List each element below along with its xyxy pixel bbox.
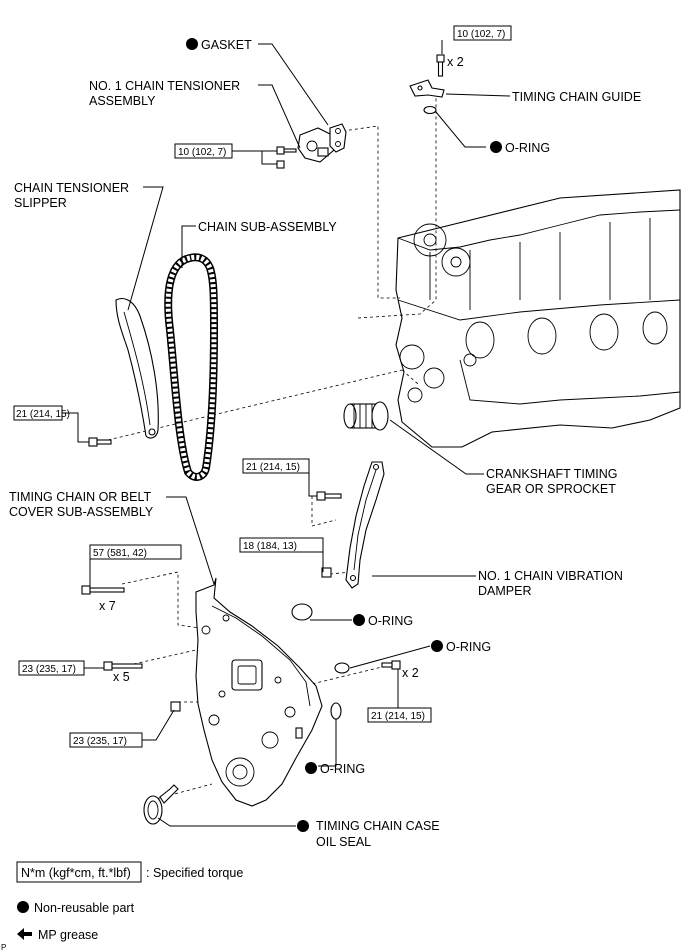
- label-tensioner-assembly-1: NO. 1 CHAIN TENSIONER: [89, 79, 240, 93]
- damper-bolt-upper: [316, 491, 342, 501]
- damper-bolt-lower: [321, 567, 332, 578]
- legend-torque-box-text: N*m (kgf*cm, ft.*lbf): [21, 866, 131, 880]
- tensioner-gasket: [329, 123, 347, 153]
- label-o-ring-2: O-RING: [446, 640, 491, 654]
- label-timing-chain-guide: TIMING CHAIN GUIDE: [512, 90, 641, 104]
- timing-chain-cover: [195, 577, 323, 807]
- chain-tensioner-slipper: [115, 298, 159, 439]
- svg-text:21 (214, 15): 21 (214, 15): [246, 462, 300, 473]
- label-vibration-damper-2: DAMPER: [478, 584, 531, 598]
- qty-cover-bolts-23: x 5: [113, 670, 130, 684]
- legend-torque: N*m (kgf*cm, ft.*lbf) : Specified torque: [16, 861, 243, 883]
- guide-bolts: [436, 54, 445, 77]
- label-o-ring-1: O-RING: [368, 614, 413, 628]
- label-crank-gear-2: GEAR OR SPROCKET: [486, 482, 616, 496]
- label-cover-1: TIMING CHAIN OR BELT: [9, 490, 152, 504]
- chain-sub-assembly: [164, 253, 219, 481]
- tensioner-bolts: [276, 146, 297, 169]
- svg-text:10 (102, 7): 10 (102, 7): [457, 29, 505, 40]
- non-reusable-icon: [17, 901, 29, 913]
- legend-mp-grease-text: MP grease: [38, 928, 98, 942]
- quantity-labels: x 2 x 7 x 5 x 2: [99, 55, 464, 684]
- non-reusable-markers: [186, 38, 502, 832]
- legend-non-reusable: Non-reusable part: [17, 901, 135, 915]
- label-cover-2: COVER SUB-ASSEMBLY: [9, 505, 154, 519]
- label-oil-seal-1: TIMING CHAIN CASE: [316, 819, 440, 833]
- slipper-bolt: [88, 437, 112, 447]
- svg-text:21 (214, 15): 21 (214, 15): [371, 711, 425, 722]
- legend-mp-grease: MP grease: [17, 928, 98, 942]
- part-labels: GASKET NO. 1 CHAIN TENSIONER ASSEMBLY TI…: [9, 38, 641, 849]
- timing-chain-case-oil-seal: [143, 784, 179, 825]
- qty-cover-bolts-21: x 2: [402, 666, 419, 680]
- cover-bolt-21: [381, 660, 401, 670]
- cover-nut-23: [170, 701, 181, 712]
- torque-box-tensioner: 10 (102, 7): [174, 143, 233, 159]
- torque-box-guide: 10 (102, 7): [453, 25, 512, 41]
- legend: N*m (kgf*cm, ft.*lbf) : Specified torque…: [1, 861, 243, 952]
- label-chain-sub-assembly: CHAIN SUB-ASSEMBLY: [198, 220, 337, 234]
- legend-torque-desc: : Specified torque: [146, 866, 243, 880]
- svg-text:23 (235, 17): 23 (235, 17): [73, 736, 127, 747]
- o-ring-small-top: [423, 105, 437, 115]
- label-oil-seal-2: OIL SEAL: [316, 835, 371, 849]
- label-tensioner-assembly-2: ASSEMBLY: [89, 94, 156, 108]
- torque-box-cover-23b: 23 (235, 17): [69, 732, 143, 748]
- label-o-ring-top: O-RING: [505, 141, 550, 155]
- cover-bolt-23-long: [103, 661, 143, 671]
- crankshaft-timing-gear: [343, 401, 389, 431]
- torque-box-cover-21: 21 (214, 15): [367, 707, 432, 723]
- torque-box-cover-57: 57 (581, 42): [89, 544, 182, 560]
- chain-vibration-damper: [345, 461, 385, 589]
- torque-box-cover-23a: 23 (235, 17): [18, 660, 85, 676]
- o-ring-2-part: [334, 662, 350, 674]
- cover-bolt-57: [81, 585, 125, 595]
- svg-text:57 (581, 42): 57 (581, 42): [93, 548, 147, 559]
- leader-lines: [62, 40, 511, 827]
- svg-text:23 (235, 17): 23 (235, 17): [22, 664, 76, 675]
- qty-cover-bolts-57: x 7: [99, 599, 116, 613]
- label-gasket: GASKET: [201, 38, 252, 52]
- svg-text:10 (102, 7): 10 (102, 7): [178, 147, 226, 158]
- svg-text:18 (184, 13): 18 (184, 13): [243, 541, 297, 552]
- torque-box-damper-upper: 21 (214, 15): [242, 458, 310, 474]
- corner-mark: P: [1, 943, 6, 952]
- label-vibration-damper-1: NO. 1 CHAIN VIBRATION: [478, 569, 623, 583]
- timing-chain-guide: [409, 79, 445, 98]
- o-ring-3-part: [330, 702, 342, 720]
- engine-block: [395, 189, 681, 448]
- grease-arrow-icon: [17, 928, 32, 940]
- legend-non-reusable-text: Non-reusable part: [34, 901, 135, 915]
- label-o-ring-3: O-RING: [320, 762, 365, 776]
- o-ring-1-part: [291, 603, 313, 621]
- chain-tensioner-assembly: [297, 127, 335, 163]
- svg-text:21 (214, 15): 21 (214, 15): [16, 409, 70, 420]
- torque-box-damper-lower: 18 (184, 13): [239, 537, 324, 553]
- label-crank-gear-1: CRANKSHAFT TIMING: [486, 467, 618, 481]
- label-tensioner-slipper-2: SLIPPER: [14, 196, 67, 210]
- torque-box-slipper: 21 (214, 15): [13, 405, 70, 421]
- label-tensioner-slipper-1: CHAIN TENSIONER: [14, 181, 129, 195]
- qty-guide-bolts: x 2: [447, 55, 464, 69]
